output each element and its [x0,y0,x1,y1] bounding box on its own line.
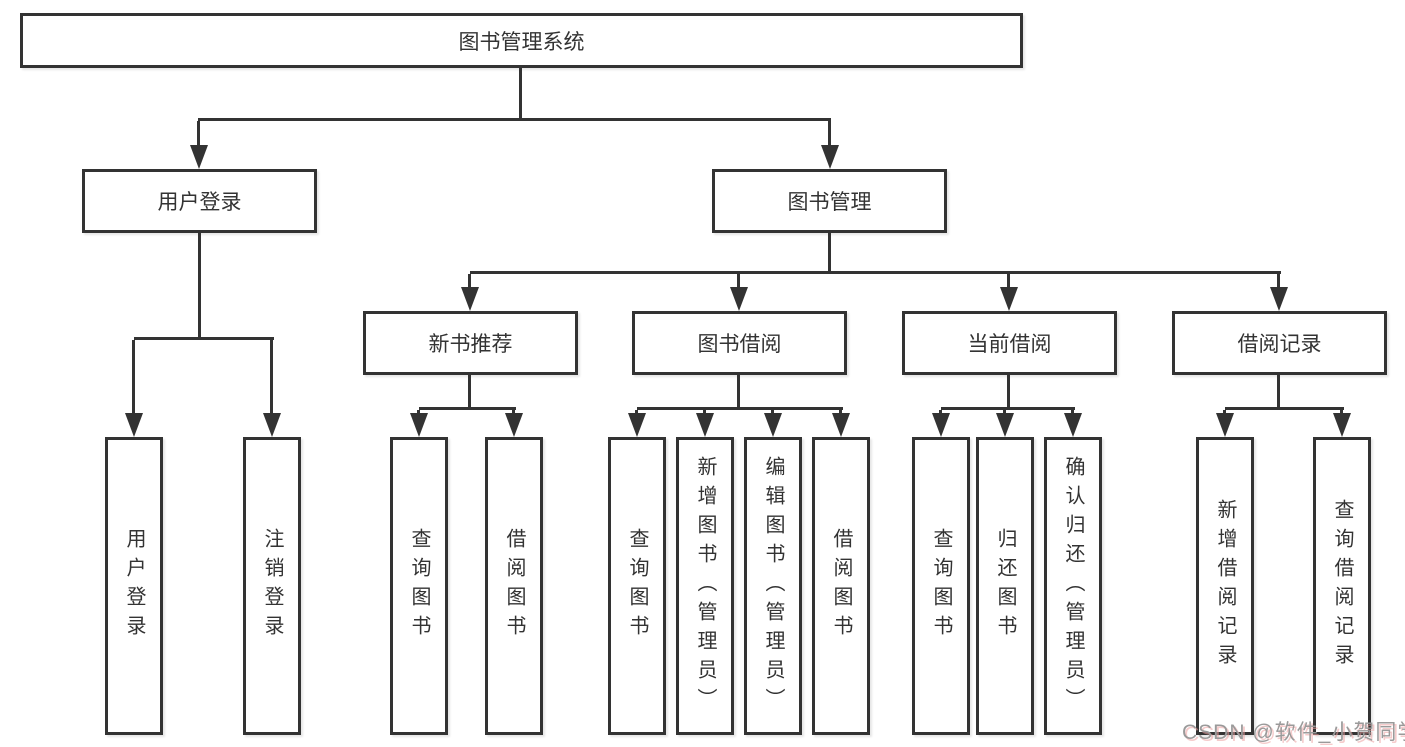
watermark: CSDN @软件_小贺同学 [1182,721,1405,744]
leaf-label: 注销登录 [261,528,283,644]
node-book-borrow: 图书借阅 [632,311,847,375]
arrowhead-down [505,413,523,437]
connector-line [132,340,135,414]
leaf-confirm-return-admin: 确认归还（管理员） [1044,437,1102,735]
connector-line [737,375,740,407]
leaf-label: 用户登录 [123,528,145,644]
arrowhead-down [832,413,850,437]
connector-line [1225,407,1344,410]
arrowhead-down [821,145,839,169]
node-book-management: 图书管理 [712,169,947,233]
leaf-label: 新增借阅记录 [1214,499,1236,673]
leaf-add-borrow-record: 新增借阅记录 [1196,437,1254,735]
arrowhead-down [190,145,208,169]
connector-line [1277,375,1280,407]
leaf-query-books-recommend: 查询图书 [390,437,448,735]
arrowhead-down [1064,413,1082,437]
leaf-label: 新增图书（管理员） [694,455,716,717]
arrowhead-down [996,413,1014,437]
leaf-query-borrow-record: 查询借阅记录 [1313,437,1371,735]
node-label: 图书管理系统 [458,30,585,54]
connector-line [468,274,471,290]
connector-line [737,274,740,290]
leaf-label: 借阅图书 [503,528,525,644]
connector-line [134,337,274,340]
arrowhead-down [1270,287,1288,311]
node-label: 当前借阅 [967,333,1052,356]
leaf-label: 借阅图书 [830,528,852,644]
connector-line [419,407,516,410]
connector-line [519,68,522,118]
leaf-borrow-book: 借阅图书 [812,437,870,735]
leaf-label: 查询借阅记录 [1331,499,1353,673]
leaf-logout: 注销登录 [243,437,301,735]
node-label: 借阅记录 [1237,333,1322,356]
connector-line [198,233,201,337]
connector-line [197,121,200,147]
arrowhead-down [461,287,479,311]
arrowhead-down [764,413,782,437]
connector-line [1007,375,1010,407]
leaf-edit-book-admin: 编辑图书（管理员） [744,437,802,735]
arrowhead-down [1333,413,1351,437]
leaf-query-books-borrow: 查询图书 [608,437,666,735]
connector-line [270,340,273,414]
leaf-label: 编辑图书（管理员） [762,455,784,717]
arrowhead-down [1216,413,1234,437]
leaf-return-book: 归还图书 [976,437,1034,735]
leaf-borrow-books-recommend: 借阅图书 [485,437,543,735]
connector-line [1277,274,1280,290]
leaf-label: 查询图书 [930,528,952,644]
connector-line [198,118,831,121]
arrowhead-down [696,413,714,437]
connector-line [828,121,831,147]
arrowhead-down [263,413,281,437]
node-label: 图书管理 [787,191,872,214]
connector-line [941,407,1075,410]
node-borrow-records: 借阅记录 [1172,311,1387,375]
node-user-login: 用户登录 [82,169,317,233]
node-label: 图书借阅 [697,333,782,356]
arrowhead-down [410,413,428,437]
node-label: 用户登录 [157,191,242,214]
arrowhead-down [125,413,143,437]
node-root: 图书管理系统 [20,13,1023,68]
node-new-book-recommend: 新书推荐 [363,311,578,375]
leaf-label: 查询图书 [408,528,430,644]
leaf-query-books-current: 查询图书 [912,437,970,735]
node-current-borrow: 当前借阅 [902,311,1117,375]
arrowhead-down [730,287,748,311]
leaf-user-login: 用户登录 [105,437,163,735]
connector-line [828,233,831,271]
connector-line [468,375,471,407]
leaf-label: 确认归还（管理员） [1062,455,1084,717]
connector-line [470,271,1281,274]
arrowhead-down [628,413,646,437]
arrowhead-down [932,413,950,437]
connector-line [1007,274,1010,290]
leaf-label: 查询图书 [626,528,648,644]
arrowhead-down [1000,287,1018,311]
leaf-add-book-admin: 新增图书（管理员） [676,437,734,735]
node-label: 新书推荐 [428,333,513,356]
connector-line [637,407,843,410]
leaf-label: 归还图书 [994,528,1016,644]
